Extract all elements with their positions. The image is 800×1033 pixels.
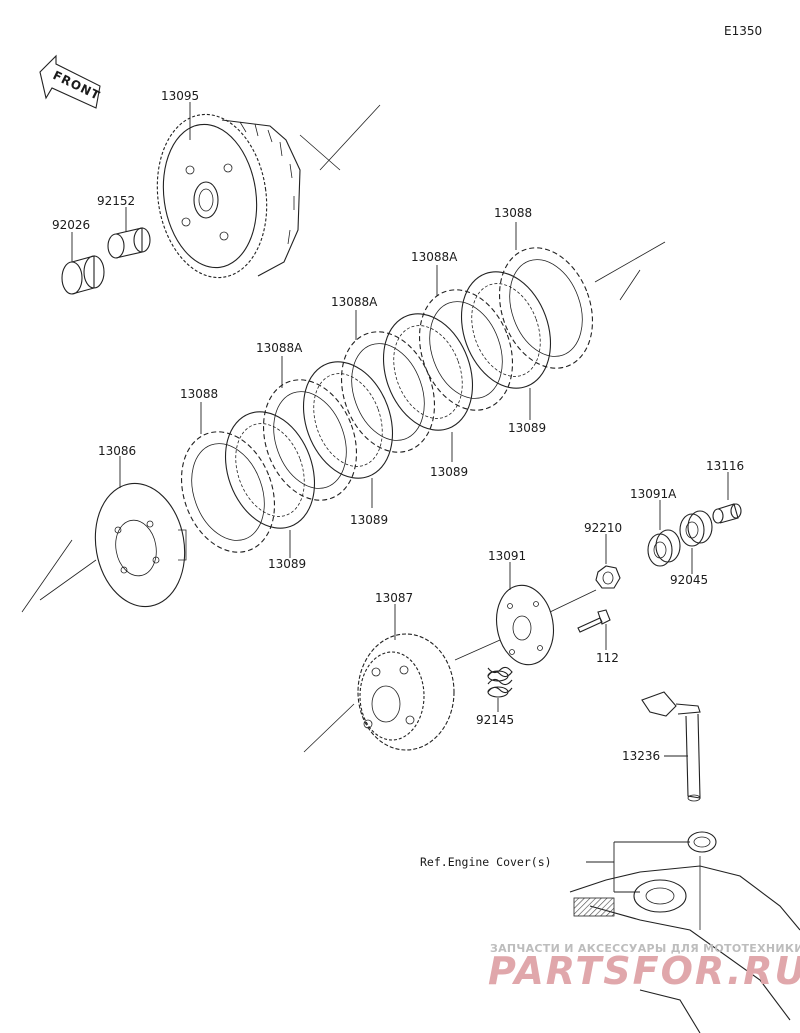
steel-plate-drawing	[460, 271, 552, 389]
steel-plate-drawing	[382, 313, 474, 431]
diagram-code: E1350	[724, 24, 762, 38]
label-13089-4: 13089	[268, 557, 306, 571]
front-label: FRONT	[51, 68, 103, 103]
release-shaft-drawing	[641, 691, 701, 802]
collar-drawing	[61, 255, 105, 295]
friction-plate-drawing	[340, 331, 436, 453]
lifter-plate-drawing	[454, 584, 597, 666]
label-13088a-2: 13088A	[331, 295, 378, 309]
label-13116: 13116	[706, 459, 744, 473]
engine-cover-drawing	[569, 856, 800, 1033]
label-13087: 13087	[375, 591, 413, 605]
front-arrow-icon: FRONT	[39, 54, 103, 109]
friction-plate-drawing	[262, 379, 358, 501]
label-92145: 92145	[476, 713, 514, 727]
label-13088a-1: 13088A	[411, 250, 458, 264]
holder-drawing	[647, 529, 681, 567]
nut-drawing	[595, 565, 621, 589]
label-13086: 13086	[98, 444, 136, 458]
steel-plate-drawing	[302, 361, 394, 479]
label-13089-1: 13089	[508, 421, 546, 435]
watermark-brand: PARTSFOR.RU	[488, 949, 800, 993]
friction-plate-drawing	[180, 431, 276, 553]
pressure-plate-drawing	[21, 482, 187, 613]
label-13089-2: 13089	[430, 465, 468, 479]
reference-label: Ref.Engine Cover(s)	[420, 855, 552, 869]
bushing-drawing	[107, 227, 151, 259]
label-13088-top: 13088	[494, 206, 532, 220]
friction-plate-drawing	[498, 247, 594, 369]
reference-leader	[586, 841, 690, 893]
bolt-drawing	[577, 609, 611, 633]
clutch-hub-drawing	[303, 633, 455, 753]
label-13091: 13091	[488, 549, 526, 563]
spring-drawing	[487, 666, 513, 698]
bearing-drawing	[679, 510, 713, 547]
pusher-drawing	[712, 503, 742, 524]
label-112: 112	[596, 651, 619, 665]
steel-plate-drawing	[224, 411, 316, 529]
label-92210: 92210	[584, 521, 622, 535]
friction-plate-drawing	[418, 289, 514, 411]
label-13088a-3: 13088A	[256, 341, 303, 355]
oil-seal-drawing	[687, 831, 717, 853]
label-13089-3: 13089	[350, 513, 388, 527]
label-13095: 13095	[161, 89, 199, 103]
label-92045: 92045	[670, 573, 708, 587]
label-13091a: 13091A	[630, 487, 677, 501]
label-92026: 92026	[52, 218, 90, 232]
label-13236: 13236	[622, 749, 660, 763]
clutch-housing-drawing	[156, 104, 381, 279]
label-13088-left: 13088	[180, 387, 218, 401]
label-92152: 92152	[97, 194, 135, 208]
watermark-tagline: ЗАПЧАСТИ И АКСЕССУАРЫ ДЛЯ МОТОТЕХНИКИ	[490, 942, 800, 955]
